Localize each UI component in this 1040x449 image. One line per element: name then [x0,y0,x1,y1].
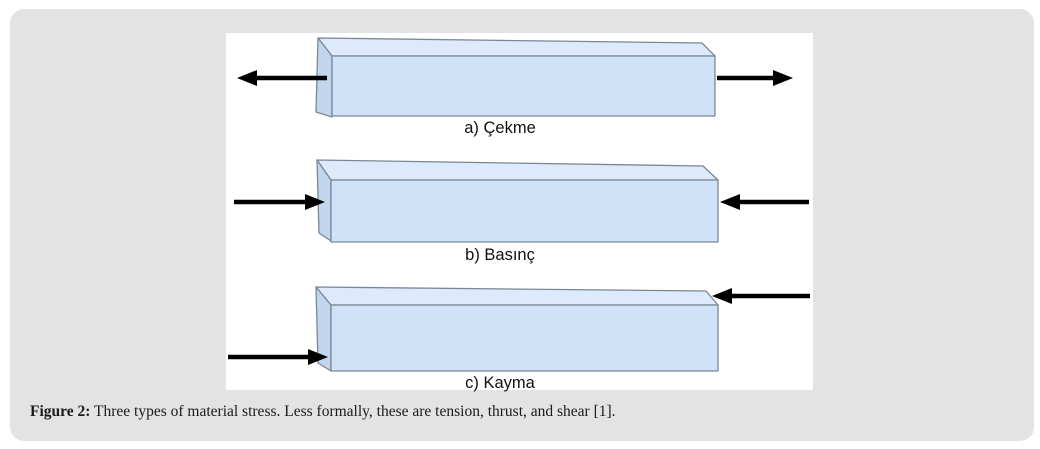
tension-box-graphic [237,37,793,118]
box-front-face [330,179,719,243]
box-top-face [316,159,719,181]
box-top-face [317,37,716,57]
figure-caption: Figure 2: Three types of material stress… [30,403,616,421]
figure-image-panel: a) Çekme b) Basınç c) Kayma [226,33,813,392]
compression-box-graphic [234,159,809,243]
box-front-face [330,304,719,372]
stress-diagram [228,37,810,372]
compression-left-arrowhead [305,194,325,210]
figure-caption-number: Figure 2: [30,403,91,420]
figure-caption-text: Three types of material stress. Less for… [90,403,616,420]
shear-box-label: c) Kayma [465,374,535,392]
shear-bottom-arrowhead [308,349,328,365]
compression-box-label: b) Basınç [465,246,535,264]
box-front-face [331,55,716,117]
shear-top-arrowhead [712,288,732,304]
tension-right-arrowhead [773,70,793,86]
figure-card: a) Çekme b) Basınç c) Kayma Figure 2: Th… [10,9,1034,441]
box-top-face [315,286,719,306]
tension-box-label: a) Çekme [464,119,536,137]
compression-right-arrowhead [720,194,740,210]
shear-box-graphic [228,286,810,372]
tension-left-arrowhead [237,70,257,86]
